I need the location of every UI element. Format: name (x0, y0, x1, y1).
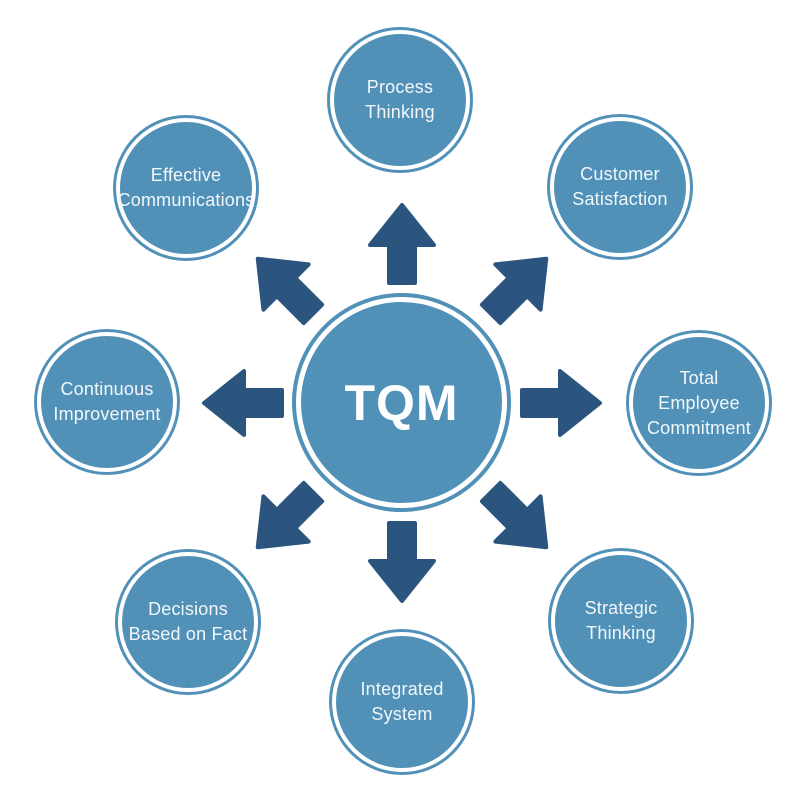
node-decisions-based-on-fact: Decisions Based on Fact (118, 552, 258, 692)
hub-label: TQM (344, 374, 459, 431)
node-total-employee-commitment: Total Employee Commitment (629, 333, 769, 473)
node-label: Process Thinking (365, 77, 435, 122)
arrow-right-icon (519, 368, 603, 438)
node-strategic-thinking: Strategic Thinking (551, 551, 691, 691)
node-label: Integrated System (360, 679, 444, 724)
arrow-down-right-icon (464, 465, 573, 574)
node-customer-satisfaction: Customer Satisfaction (550, 117, 690, 257)
arrow-down-icon (367, 520, 437, 604)
hub-circle-tqm: TQM (296, 297, 507, 508)
node-label: Total Employee Commitment (646, 367, 751, 438)
arrow-up-left-icon (231, 232, 340, 341)
node-continuous-improvement: Continuous Improvement (37, 332, 177, 472)
node-label: Customer Satisfaction (572, 164, 668, 209)
arrow-left-icon (201, 368, 285, 438)
arrow-up-right-icon (464, 232, 573, 341)
node-effective-communications: Effective Communications (116, 118, 256, 258)
node-process-thinking: Process Thinking (330, 30, 470, 170)
arrow-down-left-icon (231, 465, 340, 574)
node-label: Strategic Thinking (584, 598, 658, 643)
arrow-up-icon (367, 202, 437, 286)
node-label: Decisions Based on Fact (128, 599, 248, 644)
node-integrated-system: Integrated System (332, 632, 472, 772)
node-label: Effective Communications (117, 165, 255, 210)
node-label: Continuous Improvement (53, 379, 161, 424)
